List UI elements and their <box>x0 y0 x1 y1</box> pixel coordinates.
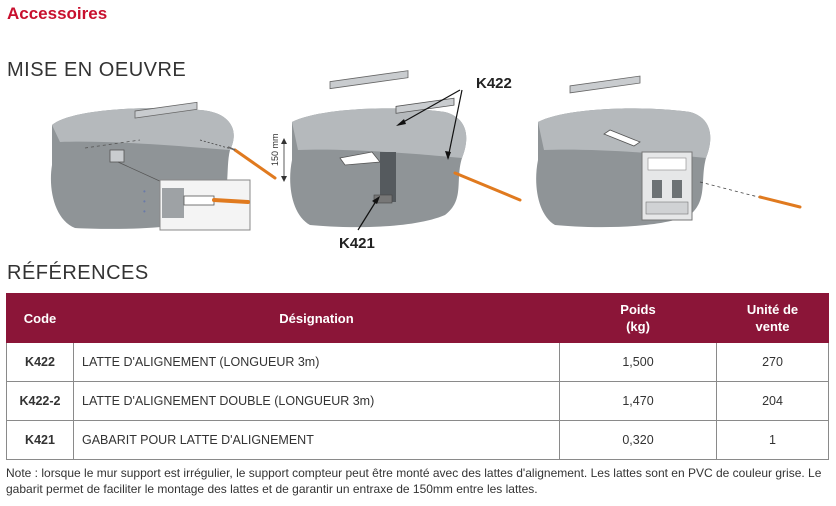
installation-illustration: • • • 150 mm K422 K421 <box>50 70 802 252</box>
cell-designation: LATTE D'ALIGNEMENT DOUBLE (LONGUEUR 3m) <box>73 381 560 421</box>
header-poids-text: Poids (kg) <box>620 302 656 334</box>
header-unite-text: Unité de vente <box>746 302 799 334</box>
cell-designation: LATTE D'ALIGNEMENT (LONGUEUR 3m) <box>73 342 560 382</box>
table-row: K422 LATTE D'ALIGNEMENT (LONGUEUR 3m) 1,… <box>6 342 829 382</box>
table-row: K422-2 LATTE D'ALIGNEMENT DOUBLE (LONGUE… <box>6 381 829 421</box>
table-row: K421 GABARIT POUR LATTE D'ALIGNEMENT 0,3… <box>6 420 829 460</box>
cell-unite: 204 <box>716 381 829 421</box>
wall-illustration-3 <box>536 75 802 228</box>
cell-poids: 1,470 <box>559 381 717 421</box>
page-title: Accessoires <box>7 4 108 23</box>
cell-unite: 1 <box>716 420 829 460</box>
header-poids: Poids (kg) <box>559 293 717 343</box>
table-header-row: Code Désignation Poids (kg) Unité de ven… <box>6 293 829 343</box>
wall-illustration-2: 150 mm <box>270 70 522 231</box>
dimension-label: 150 mm <box>270 133 280 166</box>
section-heading-mise-en-oeuvre: MISE EN OEUVRE <box>7 59 187 81</box>
cell-designation: GABARIT POUR LATTE D'ALIGNEMENT <box>73 420 560 460</box>
section-heading-references: RÉFÉRENCES <box>7 262 149 284</box>
note-text: Note : lorsque le mur support est irrégu… <box>6 466 822 496</box>
svg-text:•: • <box>143 207 146 216</box>
cell-unite: 270 <box>716 342 829 382</box>
label-k422: K422 <box>476 75 512 92</box>
header-unite: Unité de vente <box>716 293 829 343</box>
label-k421: K421 <box>339 235 375 252</box>
svg-text:•: • <box>143 187 146 196</box>
cell-code: K422 <box>6 342 74 382</box>
references-table: Code Désignation Poids (kg) Unité de ven… <box>6 293 829 460</box>
svg-text:•: • <box>143 197 146 206</box>
header-designation: Désignation <box>73 293 560 343</box>
cell-poids: 0,320 <box>559 420 717 460</box>
wall-illustration-1: • • • <box>50 101 277 231</box>
cell-code: K422-2 <box>6 381 74 421</box>
header-code: Code <box>6 293 74 343</box>
cell-poids: 1,500 <box>559 342 717 382</box>
cell-code: K421 <box>6 420 74 460</box>
